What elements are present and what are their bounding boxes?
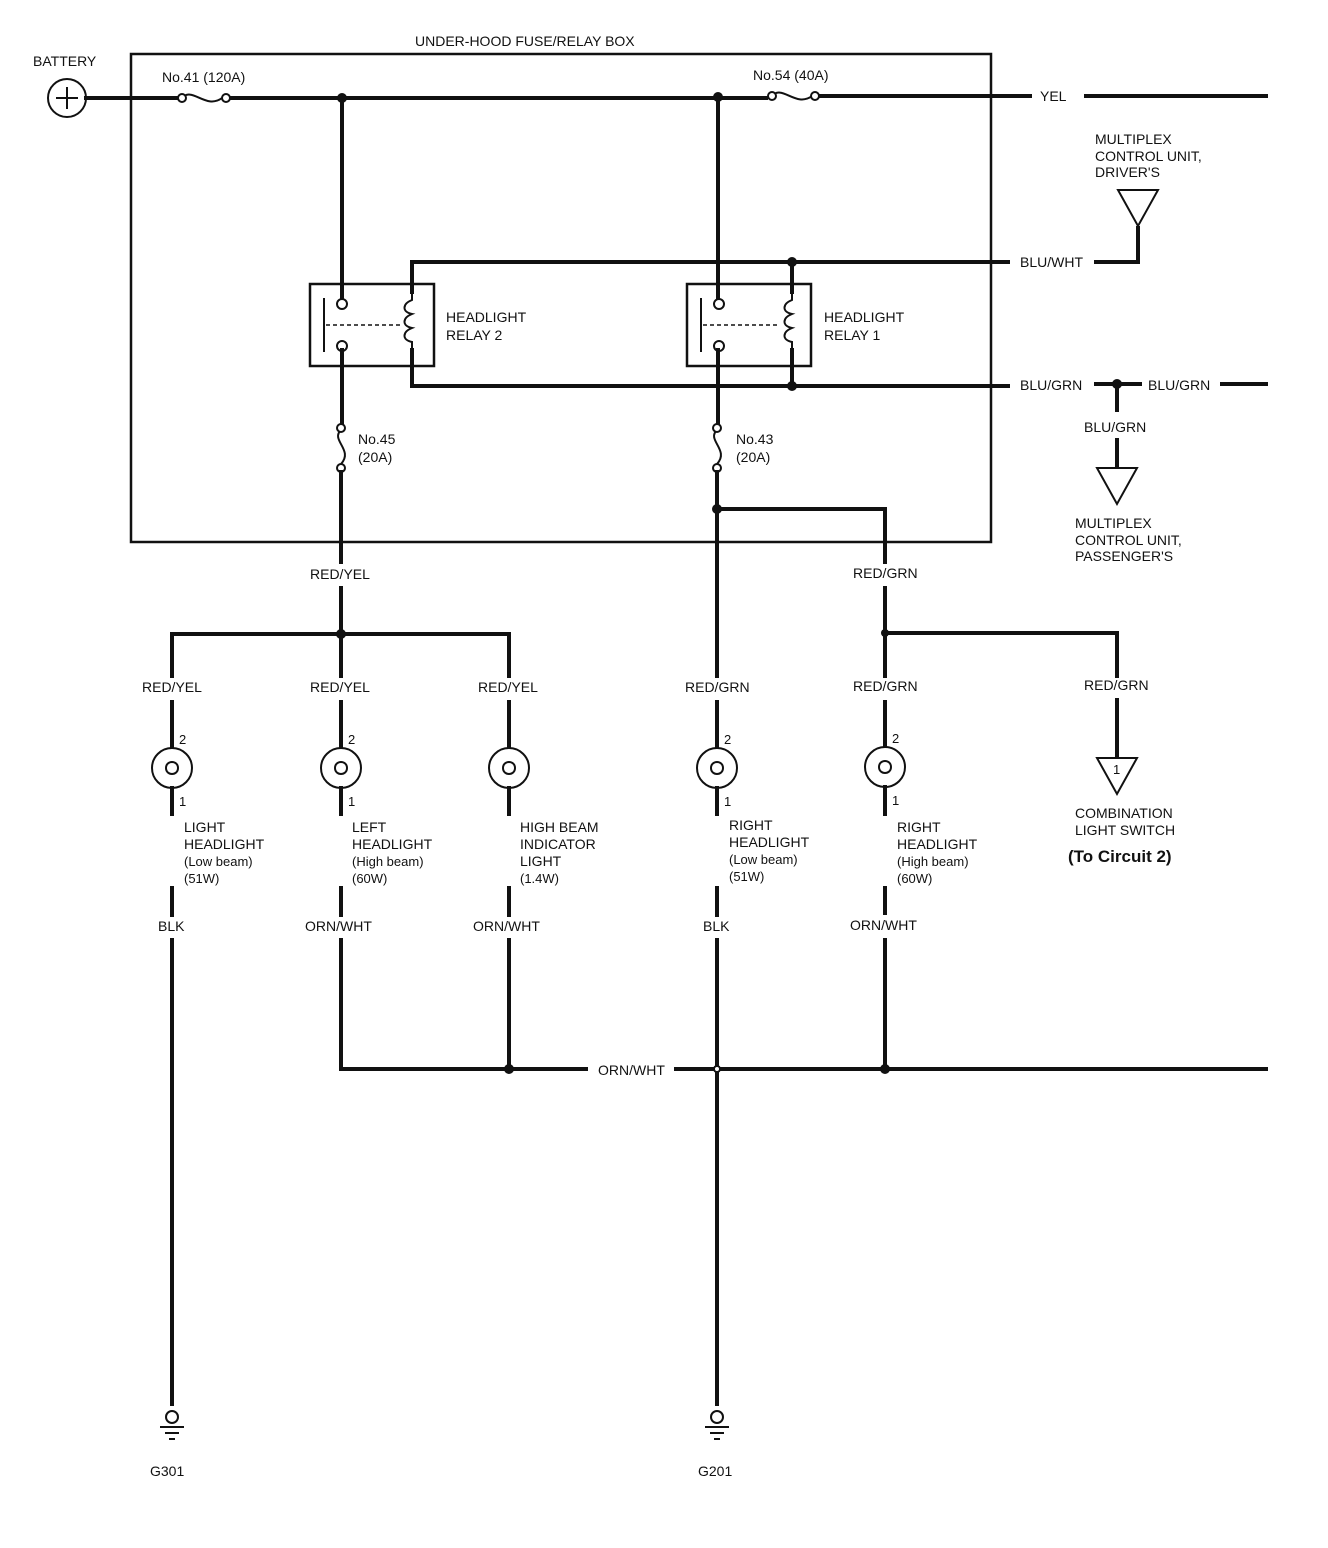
wire-orn-wht-bus-label: ORN/WHT <box>598 1062 665 1078</box>
fuse-no43-amp: (20A) <box>736 449 770 465</box>
wire-red-yel-label-a: RED/YEL <box>142 679 202 695</box>
fuse-no43-label: No.43 <box>736 431 774 447</box>
mcu-passenger-line2: CONTROL UNIT, <box>1075 532 1182 548</box>
wire-yel-label: YEL <box>1040 88 1067 104</box>
wire-red-yel-label-b: RED/YEL <box>310 679 370 695</box>
relay2-label-line1: HEADLIGHT <box>446 309 527 325</box>
lamp4-line2: HEADLIGHT <box>729 834 810 850</box>
battery-symbol <box>47 78 87 118</box>
wire-red-grn-label-c: RED/GRN <box>1084 677 1149 693</box>
ground-g301-icon <box>160 1410 184 1440</box>
fuse-box-title: UNDER-HOOD FUSE/RELAY BOX <box>415 33 635 49</box>
fuse-no45-label: No.45 <box>358 431 396 447</box>
ground-g301-label: G301 <box>150 1463 184 1479</box>
lamp-left-low-beam <box>151 747 193 789</box>
lamp1-pin-top: 2 <box>179 732 186 747</box>
headlight-relay-1 <box>685 282 813 368</box>
lamp1-line1: LIGHT <box>184 819 226 835</box>
lamp2-pin-bot: 1 <box>348 794 355 809</box>
wire-blu-grn-label-2: BLU/GRN <box>1148 377 1210 393</box>
lamp5-line4: (60W) <box>897 871 932 886</box>
wire-red-yel-label-c: RED/YEL <box>478 679 538 695</box>
wire-orn-wht-label-a: ORN/WHT <box>305 918 372 934</box>
mcu-driver-line3: DRIVER'S <box>1095 164 1160 180</box>
wire-orn-wht-label-c: ORN/WHT <box>850 917 917 933</box>
lamp4-line4: (51W) <box>729 869 764 884</box>
lamp2-line4: (60W) <box>352 871 387 886</box>
fuse-no41-label: No.41 (120A) <box>162 69 245 85</box>
combo-switch-line2: LIGHT SWITCH <box>1075 822 1175 838</box>
lamp2-pin-top: 2 <box>348 732 355 747</box>
wire-red-grn-main-label: RED/GRN <box>853 565 918 581</box>
lamp2-line1: LEFT <box>352 819 387 835</box>
lamp4-pin-bot: 1 <box>724 794 731 809</box>
lamp-left-high-beam <box>320 747 362 789</box>
wire-orn-wht-label-b: ORN/WHT <box>473 918 540 934</box>
wire-red-grn-label-b: RED/GRN <box>853 678 918 694</box>
mcu-driver-line2: CONTROL UNIT, <box>1095 148 1202 164</box>
lamp5-pin-top: 2 <box>892 731 899 746</box>
wire-blu-grn-label-3: BLU/GRN <box>1084 419 1146 435</box>
lamp5-pin-bot: 1 <box>892 793 899 808</box>
wire-blu-wht-label: BLU/WHT <box>1020 254 1083 270</box>
lamp3-line4: (1.4W) <box>520 871 559 886</box>
wire-blk-label-a: BLK <box>158 918 185 934</box>
lamp4-line1: RIGHT <box>729 817 773 833</box>
battery-label: BATTERY <box>33 53 97 69</box>
fuse-no54 <box>767 91 820 101</box>
headlight-relay-2 <box>308 282 436 368</box>
lamp3-line3: LIGHT <box>520 853 562 869</box>
lamp3-line1: HIGH BEAM <box>520 819 599 835</box>
relay1-label-line1: HEADLIGHT <box>824 309 905 325</box>
mcu-passenger-line3: PASSENGER'S <box>1075 548 1173 564</box>
mcu-driver-line1: MULTIPLEX <box>1095 131 1172 147</box>
lamp1-line4: (51W) <box>184 871 219 886</box>
lamp1-line3: (Low beam) <box>184 854 253 869</box>
wire-red-yel-main-label: RED/YEL <box>310 566 370 582</box>
lamp2-line3: (High beam) <box>352 854 424 869</box>
fuse-no54-label: No.54 (40A) <box>753 67 828 83</box>
fuse-no45 <box>336 423 346 473</box>
combo-switch-ref: (To Circuit 2) <box>1068 847 1172 866</box>
lamp-right-high-beam <box>864 746 906 788</box>
wire-red-grn-label-a: RED/GRN <box>685 679 750 695</box>
mcu-driver-connector-icon <box>1116 189 1160 229</box>
lamp-high-beam-indicator <box>488 747 530 789</box>
lamp4-pin-top: 2 <box>724 732 731 747</box>
lamp5-line3: (High beam) <box>897 854 969 869</box>
wire-blk-label-b: BLK <box>703 918 730 934</box>
lamp3-line2: INDICATOR <box>520 836 596 852</box>
combo-switch-pin: 1 <box>1113 762 1120 777</box>
combo-switch-line1: COMBINATION <box>1075 805 1173 821</box>
lamp5-line1: RIGHT <box>897 819 941 835</box>
combination-switch-connector-icon <box>1095 757 1139 797</box>
fuse-no41 <box>177 93 231 103</box>
lamp1-line2: HEADLIGHT <box>184 836 265 852</box>
mcu-passenger-line1: MULTIPLEX <box>1075 515 1152 531</box>
fuse-relay-box-outline <box>129 52 993 544</box>
ground-g201-label: G201 <box>698 1463 732 1479</box>
fuse-no45-amp: (20A) <box>358 449 392 465</box>
fuse-no43 <box>712 423 722 473</box>
wire-blu-grn-label-1: BLU/GRN <box>1020 377 1082 393</box>
lamp5-line2: HEADLIGHT <box>897 836 978 852</box>
lamp-right-low-beam <box>696 747 738 789</box>
mcu-passenger-connector-icon <box>1095 467 1139 507</box>
lamp2-line2: HEADLIGHT <box>352 836 433 852</box>
relay2-label-line2: RELAY 2 <box>446 327 503 343</box>
lamp4-line3: (Low beam) <box>729 852 798 867</box>
lamp1-pin-bot: 1 <box>179 794 186 809</box>
relay1-label-line2: RELAY 1 <box>824 327 881 343</box>
ground-g201-icon <box>705 1410 729 1440</box>
